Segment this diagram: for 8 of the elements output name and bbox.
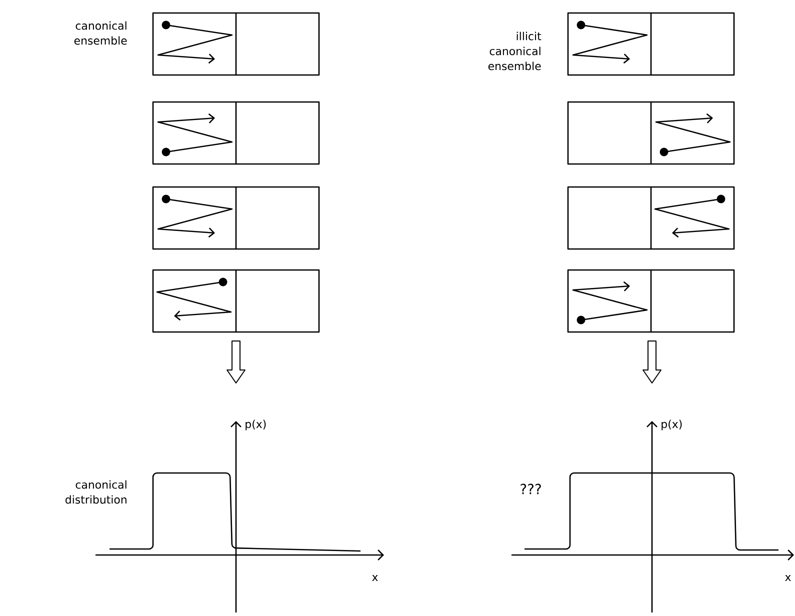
axis-label: p(x) bbox=[246, 420, 266, 430]
question-marks: ??? bbox=[520, 484, 541, 494]
distribution-label: canonical distribution bbox=[66, 480, 126, 504]
ensemble-label: illicit canonical ensemble bbox=[488, 32, 542, 70]
axis-label: x bbox=[372, 575, 378, 581]
ensemble-label: canonical ensemble bbox=[74, 21, 127, 45]
axis-label: p(x) bbox=[662, 420, 682, 430]
axis-label: x bbox=[785, 575, 791, 581]
